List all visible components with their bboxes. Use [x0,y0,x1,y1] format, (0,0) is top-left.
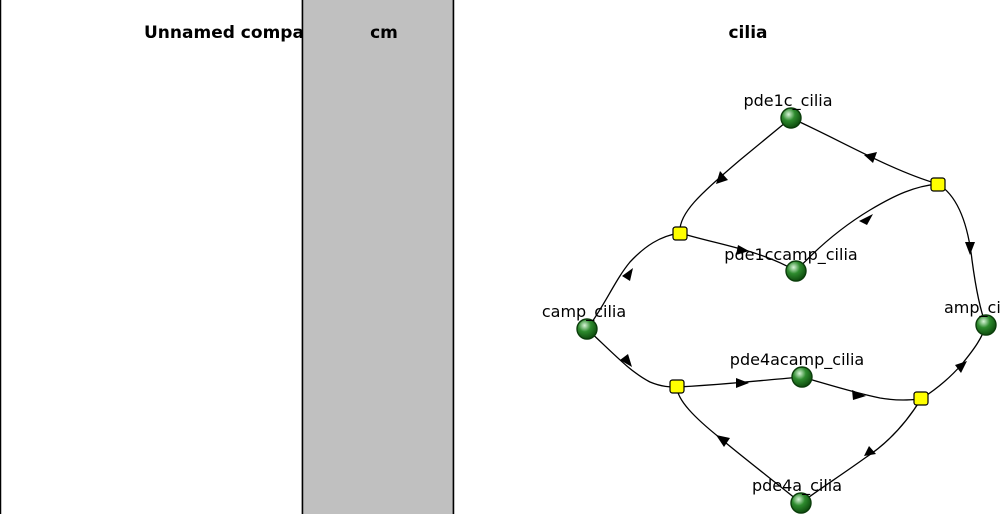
arrowhead-r4-pde4a [864,446,876,456]
compartment-title-cm: cm [370,23,398,43]
species-sphere-icon [791,366,813,388]
species-node-pde4a-cilia[interactable]: pde4a_cilia [752,476,842,514]
compartment-unnamed[interactable] [0,0,304,514]
edge-r2-to-pde1c [790,117,939,185]
edge-r4-to-pde4a [800,398,922,504]
compartment-title-cilia: cilia [728,23,767,43]
arrowhead-camp-r1 [622,268,633,281]
species-label-camp-cilia: camp_cilia [542,302,626,322]
edge-pde4acamp-to-r4 [801,376,922,401]
reaction-nodes [669,177,946,406]
arrowhead-pde1ccamp-r2 [859,214,873,225]
reaction-node-r1[interactable] [672,226,688,241]
arrowhead-r4-amp [955,361,967,373]
reaction-node-r2[interactable] [930,177,946,192]
compartment-cm[interactable] [301,0,455,514]
edge-pde1ccamp-to-r2 [795,183,939,272]
species-sphere-icon [785,260,807,282]
species-node-camp-cilia[interactable]: camp_cilia [542,302,626,340]
edge-r2-to-amp [937,183,987,326]
arrowhead-r2-pde1c [864,152,877,163]
species-label-pde1c-cilia: pde1c_cilia [743,91,832,111]
reaction-node-r4[interactable] [913,391,929,406]
arrowhead-pde4a-r3 [716,435,730,447]
species-sphere-icon [790,492,812,514]
species-nodes: pde1c_cilia pde1ccamp_cilia camp_cilia a… [542,91,1000,514]
species-sphere-icon [780,107,802,129]
species-node-pde1ccamp-cilia[interactable]: pde1ccamp_cilia [724,245,858,282]
species-label-pde4acamp-cilia: pde4acamp_cilia [730,350,864,370]
reaction-edges [586,117,987,504]
arrowhead-r2-amp [965,242,975,255]
arrowhead-pde1c-r1 [716,171,728,184]
compartment-title-unnamed: Unnamed compartment [144,23,370,43]
species-sphere-icon [576,318,598,340]
edge-pde1c-to-r1 [679,117,792,234]
species-node-pde4acamp-cilia[interactable]: pde4acamp_cilia [730,350,864,388]
species-label-pde1ccamp-cilia: pde1ccamp_cilia [724,245,857,265]
species-node-amp-cilia[interactable]: amp_cilia [944,298,1000,336]
reaction-node-r3[interactable] [669,379,685,394]
arrowhead-r1-pde1ccamp [736,245,749,255]
arrowhead-camp-r3 [620,354,632,367]
arrowhead-r3-pde4acamp [736,378,749,388]
species-label-pde4a-cilia: pde4a_cilia [752,476,842,496]
species-label-amp-cilia: amp_cilia [944,298,1000,318]
species-node-pde1c-cilia[interactable]: pde1c_cilia [743,91,833,129]
species-sphere-icon [975,314,997,336]
compartment-cilia[interactable] [452,0,1000,514]
edge-arrowheads [620,152,975,456]
arrowhead-pde4acamp-r4 [852,390,866,400]
edge-camp-to-r1 [586,232,681,330]
